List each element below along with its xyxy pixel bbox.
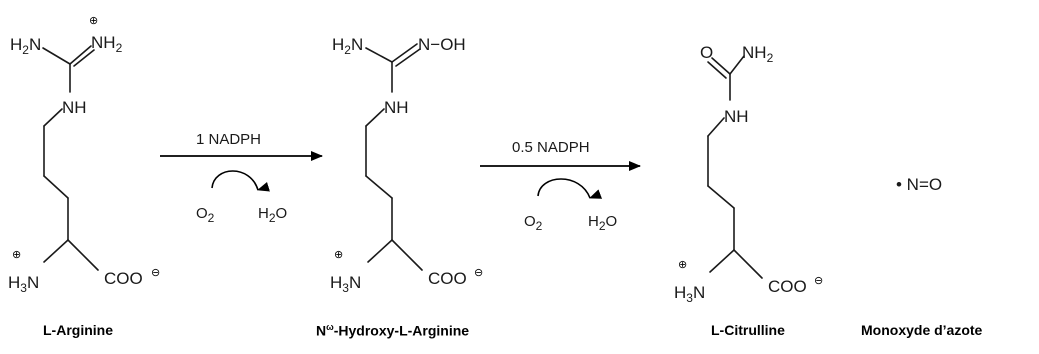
carboxylate-coo: COO <box>104 269 143 288</box>
step1-reagent: 1 NADPH <box>196 131 261 148</box>
amine-nh2: NH2 <box>91 33 123 55</box>
charge-minus: ⊖ <box>474 267 483 279</box>
l-citrulline-structure: O NH2 NH ⊕ H3N COO ⊖ <box>674 43 823 305</box>
step2-o2: O2 <box>524 213 543 233</box>
label-nitric-oxide: Monoxyde d’azote <box>861 322 983 338</box>
hydroxyarginine-structure: H2N N−OH NH ⊕ H3N COO ⊖ <box>330 35 483 295</box>
amine-nh2: NH2 <box>742 43 774 65</box>
amine-h2n: H2N <box>10 35 41 57</box>
ammonium-h3n: H3N <box>330 273 361 295</box>
label-hydroxyarginine: Nω-Hydroxy-L-Arginine <box>316 322 470 339</box>
step1-h2o: H2O <box>258 205 287 225</box>
label-l-citrulline: L-Citrulline <box>711 322 785 338</box>
amine-nh: NH <box>724 107 749 126</box>
carboxylate-coo: COO <box>428 269 467 288</box>
reaction-arrow-step2: 0.5 NADPH O2 H2O <box>480 139 641 233</box>
oxime-n-oh: N−OH <box>418 35 466 54</box>
charge-minus: ⊖ <box>814 275 823 287</box>
amine-nh: NH <box>62 98 87 117</box>
charge-minus: ⊖ <box>151 267 160 279</box>
charge-plus: ⊕ <box>678 259 687 271</box>
ammonium-h3n: H3N <box>674 283 705 305</box>
carboxylate-coo: COO <box>768 277 807 296</box>
step1-o2: O2 <box>196 205 215 225</box>
charge-plus: ⊕ <box>12 249 21 261</box>
l-arginine-structure: ⊕ H2N NH2 NH ⊕ H3N COO ⊖ <box>8 15 160 295</box>
amine-nh: NH <box>384 98 409 117</box>
label-l-arginine: L-Arginine <box>43 322 113 338</box>
carbonyl-o: O <box>700 43 713 62</box>
amine-h2n: H2N <box>332 35 363 57</box>
reaction-arrow-step1: 1 NADPH O2 H2O <box>160 131 323 225</box>
nitric-oxide-formula: • N=O <box>896 175 942 194</box>
step2-h2o: H2O <box>588 213 617 233</box>
charge-plus: ⊕ <box>89 15 98 27</box>
step2-reagent: 0.5 NADPH <box>512 139 590 156</box>
charge-plus: ⊕ <box>334 249 343 261</box>
ammonium-h3n: H3N <box>8 273 39 295</box>
